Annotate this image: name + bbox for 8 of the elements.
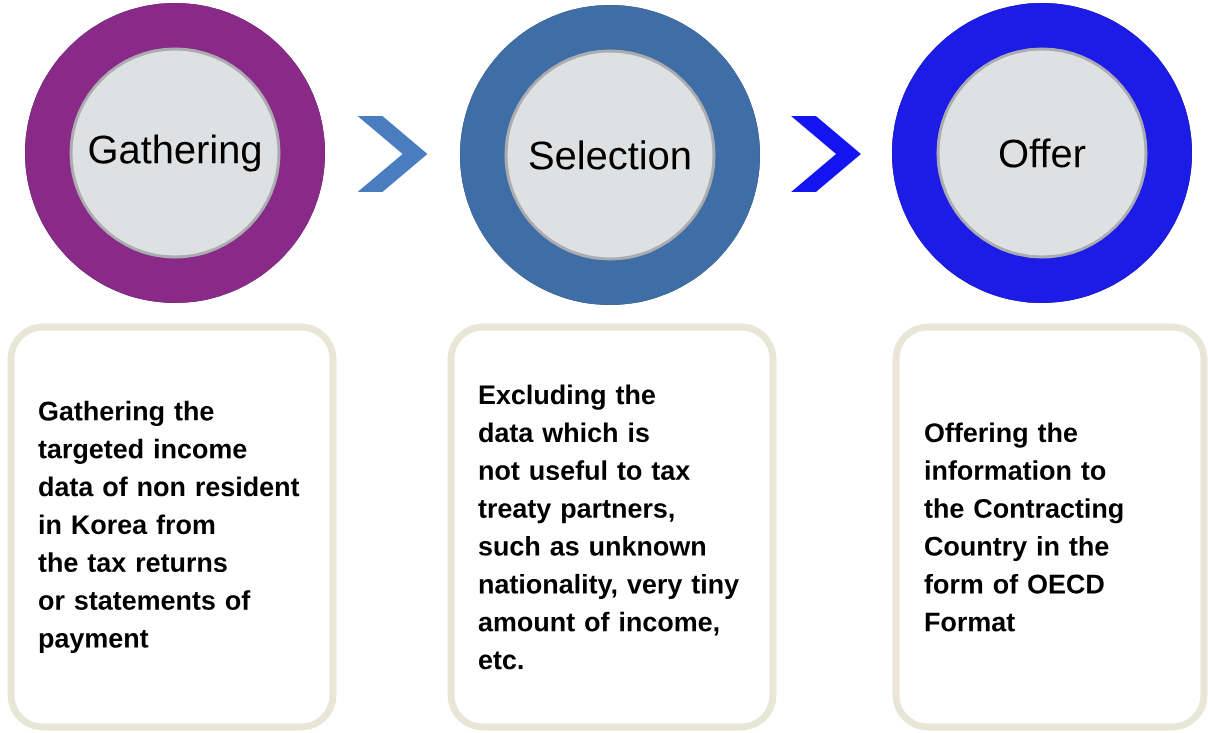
text-card: Gathering the targeted income data of non resident in Korea from the tax returns or statements of payment	[7, 323, 337, 731]
chevron-arrow	[357, 116, 428, 192]
chevron-arrow	[791, 116, 861, 192]
text-card: Offering the information to the Contracting Country in the form of OECD Format	[892, 323, 1208, 731]
circle-button: Gathering	[25, 3, 325, 303]
text-card: Excluding the data which is not useful to tax treaty partners, such as unknown nationality, very tiny amount of income, etc.	[447, 323, 777, 731]
circle-button: Selection	[460, 5, 760, 305]
circle-button: Offer	[892, 3, 1192, 303]
